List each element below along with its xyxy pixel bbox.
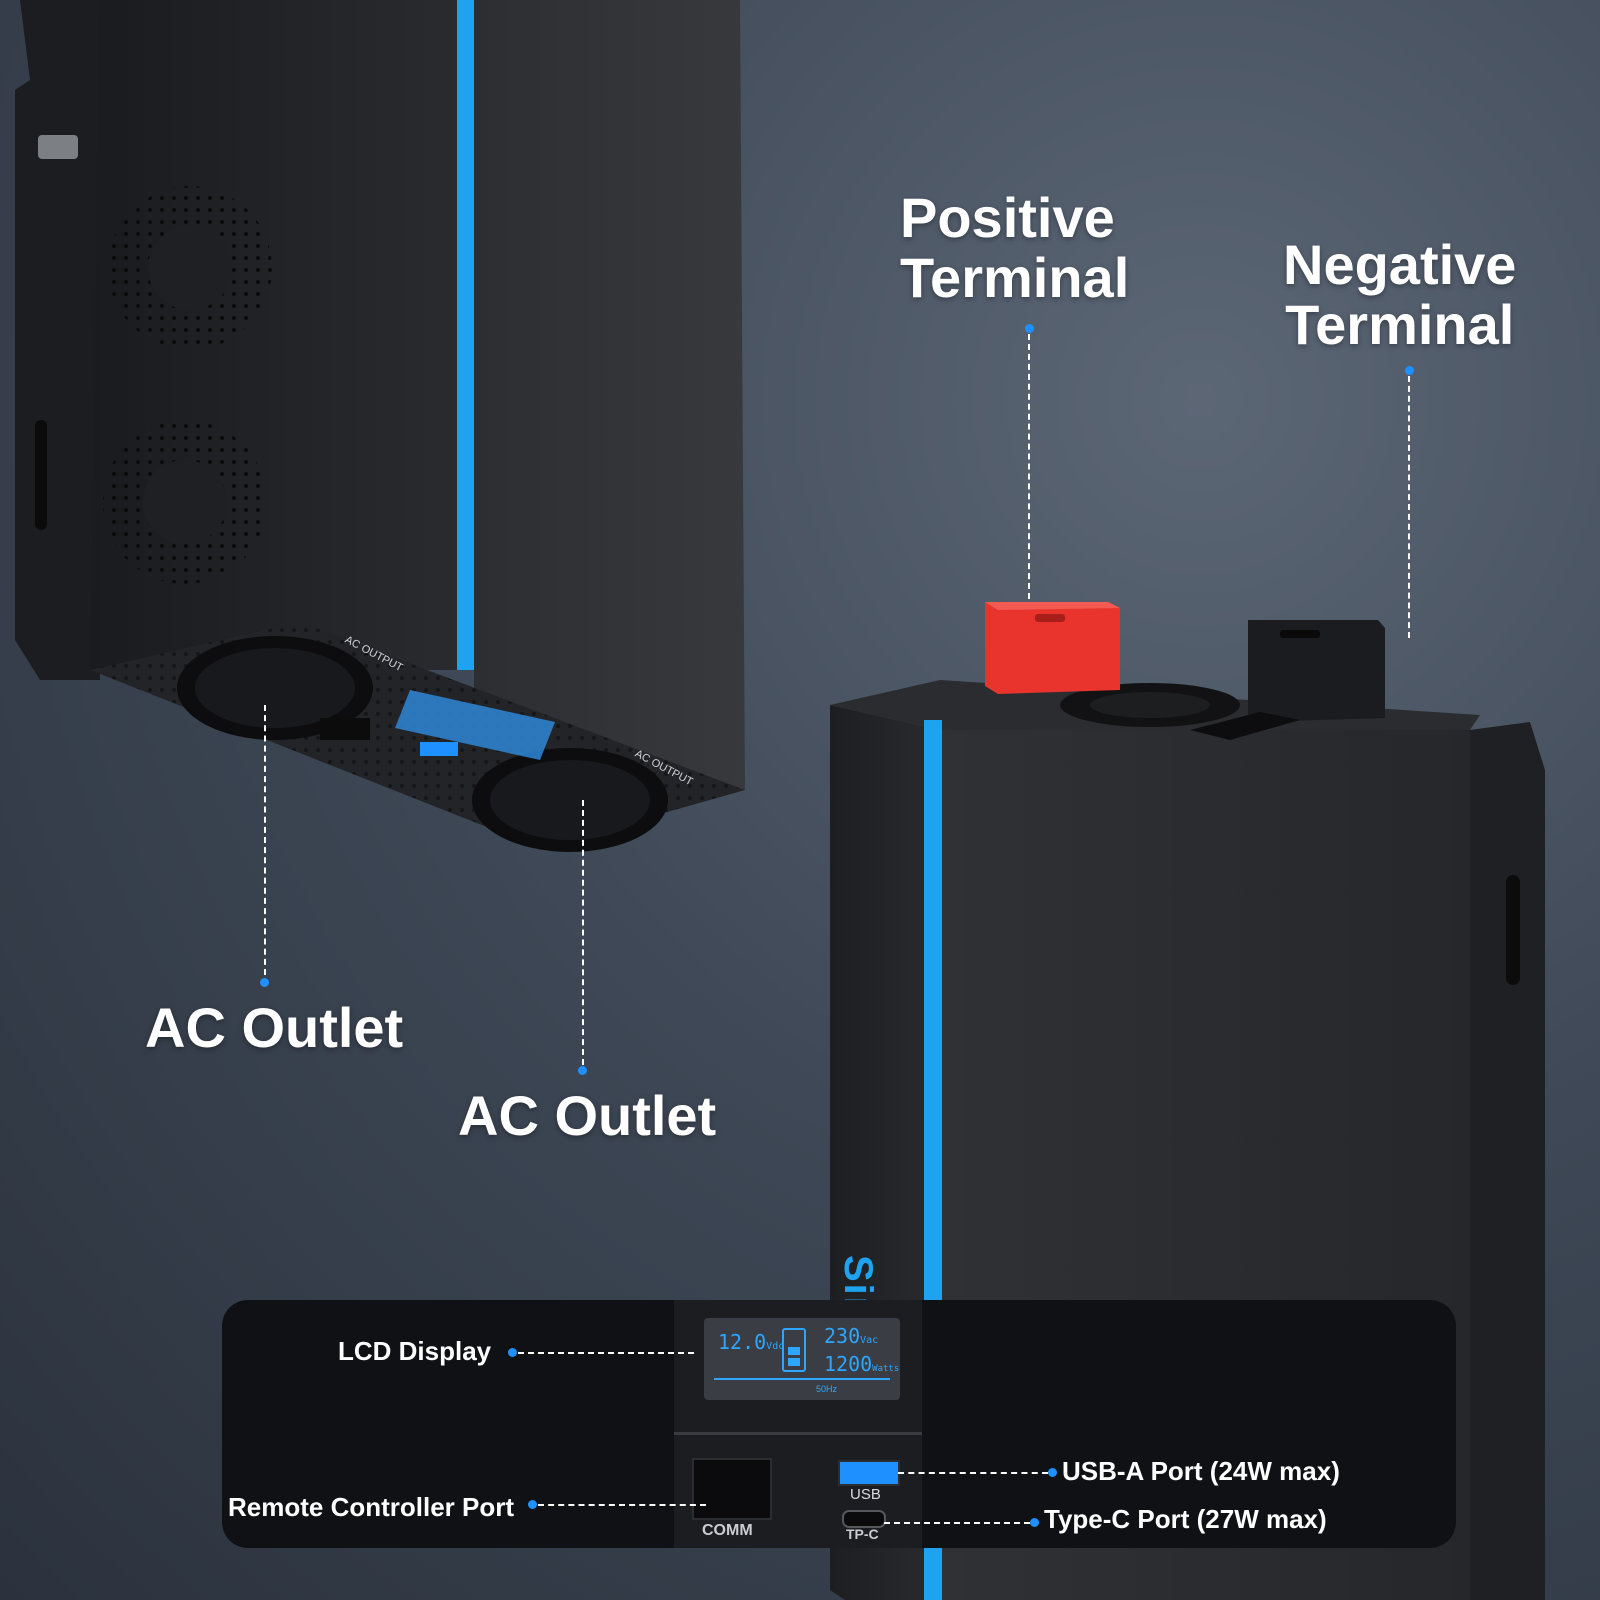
ac-outlet-left-line xyxy=(264,705,266,975)
ac-outlet-left-label: AC Outlet xyxy=(145,996,404,1059)
remote-controller-label: Remote Controller Port xyxy=(228,1492,515,1522)
ac-outlet-left-dot xyxy=(260,978,269,987)
lcd-vac-value: 230 xyxy=(824,1324,861,1348)
positive-terminal-dot xyxy=(1025,324,1034,333)
usb-a-port-label: USB-A Port (24W max) xyxy=(1062,1456,1340,1486)
usb-port-label: USB xyxy=(850,1486,881,1503)
type-c-port xyxy=(842,1510,886,1528)
type-c-port-label: Type-C Port (27W max) xyxy=(1044,1504,1327,1534)
positive-terminal xyxy=(985,602,1120,694)
usb-a-port xyxy=(838,1460,900,1486)
ac-outlet-right-line xyxy=(582,800,584,1065)
tpc-port-label: TP-C xyxy=(846,1526,879,1542)
blue-accent-strip xyxy=(457,0,474,670)
positive-terminal-line xyxy=(1028,334,1030,599)
lcd-vdc-unit: Vdc xyxy=(766,1341,785,1352)
lcd-hz: 50Hz xyxy=(816,1384,838,1394)
negative-terminal-dot xyxy=(1405,366,1414,375)
ac-outlet-right-label: AC Outlet xyxy=(458,1084,717,1147)
remote-line xyxy=(538,1504,706,1506)
usb-a-line xyxy=(898,1472,1048,1474)
negative-terminal-label: Negative Terminal xyxy=(1283,233,1517,356)
negative-terminal xyxy=(1248,620,1385,722)
ac-outlet-right-dot xyxy=(578,1066,587,1075)
lcd-line xyxy=(518,1352,694,1354)
inverter-top-illustration xyxy=(15,0,745,852)
remote-dot xyxy=(528,1500,537,1509)
comm-port xyxy=(692,1458,772,1520)
lcd-display: 12.0Vdc 230Vac 1200Watts 50Hz xyxy=(704,1318,900,1400)
positive-terminal-label: Positive Terminal xyxy=(900,186,1130,309)
lcd-vac-unit: Vac xyxy=(860,1335,879,1346)
lcd-watts-unit: Watts xyxy=(872,1364,900,1374)
negative-terminal-line xyxy=(1408,376,1410,638)
detail-panel: 12.0Vdc 230Vac 1200Watts 50Hz COMM USB T… xyxy=(222,1300,1456,1548)
lcd-display-label: LCD Display xyxy=(338,1336,492,1366)
lcd-watts-value: 1200 xyxy=(824,1352,873,1376)
comm-port-label: COMM xyxy=(702,1522,753,1539)
lcd-vdc-value: 12.0 xyxy=(718,1330,767,1354)
lcd-dot xyxy=(508,1348,517,1357)
type-c-dot xyxy=(1030,1518,1039,1527)
battery-icon xyxy=(782,1328,806,1372)
type-c-line xyxy=(884,1522,1030,1524)
usb-a-dot xyxy=(1048,1468,1057,1477)
